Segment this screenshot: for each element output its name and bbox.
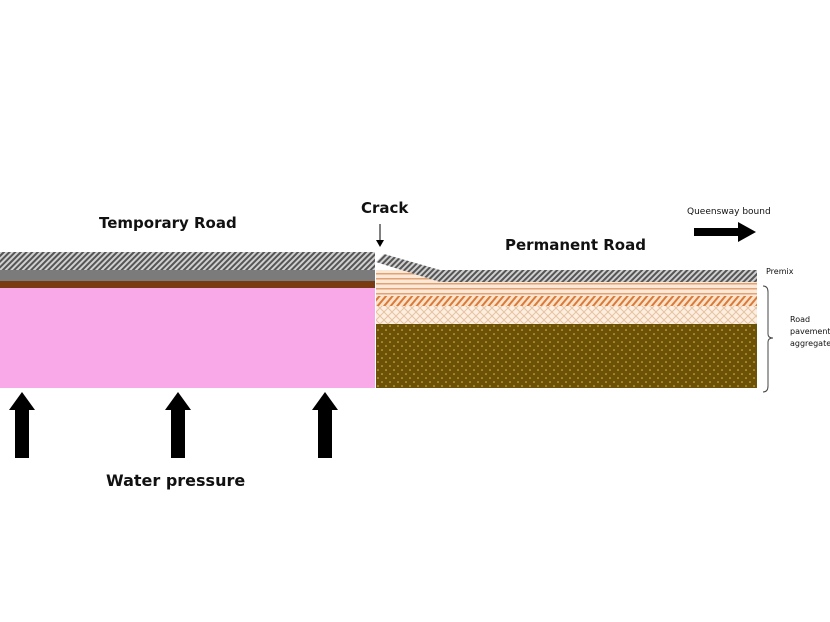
water-pressure-label: Water pressure bbox=[106, 471, 246, 490]
premix-label: Premix bbox=[766, 267, 794, 276]
brace bbox=[762, 285, 774, 393]
temporary-road-asphalt bbox=[0, 270, 375, 281]
temporary-road-surface-hatch bbox=[0, 252, 375, 270]
queensway-arrow-icon bbox=[694, 222, 756, 242]
permanent-road-section bbox=[376, 254, 757, 388]
arrow-up-icon bbox=[9, 392, 35, 458]
crack-arrow bbox=[376, 224, 384, 247]
crack-label: Crack bbox=[361, 199, 409, 217]
diagonal-aggregate-layer bbox=[376, 296, 757, 306]
temporary-fill-pink bbox=[0, 288, 375, 388]
water-pressure-arrows bbox=[9, 392, 338, 458]
premix-layer bbox=[376, 254, 757, 282]
temporary-road-label: Temporary Road bbox=[99, 214, 237, 232]
permanent-road-label: Permanent Road bbox=[505, 236, 646, 254]
crosshatch-aggregate-layer bbox=[376, 306, 757, 324]
queensway-bound-label: Queensway bound bbox=[687, 207, 771, 217]
temporary-road-brown-layer bbox=[0, 281, 375, 288]
road-pavement-aggregate-label: Road pavement aggregate bbox=[790, 315, 830, 348]
temporary-road-section bbox=[0, 252, 375, 388]
arrow-up-icon bbox=[312, 392, 338, 458]
base-aggregate-layer bbox=[376, 324, 757, 388]
arrow-up-icon bbox=[165, 392, 191, 458]
